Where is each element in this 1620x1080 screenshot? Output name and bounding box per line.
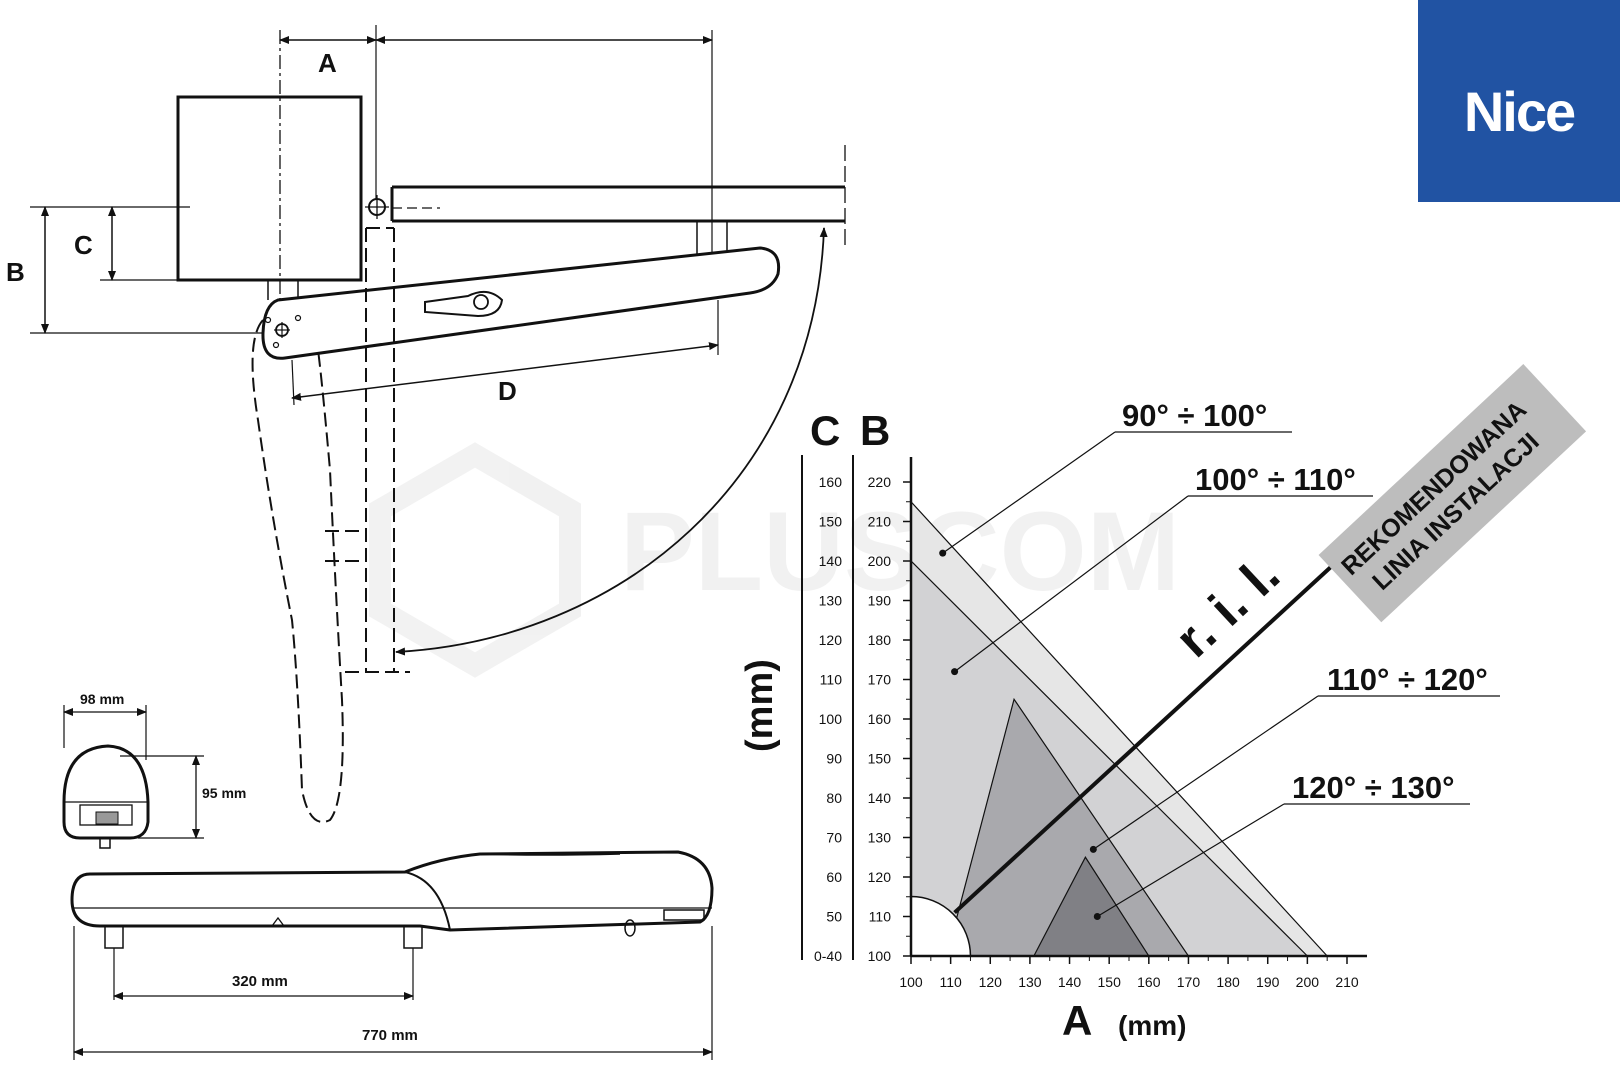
dimension-d-label: D (498, 376, 517, 406)
operator-side-view (70, 850, 714, 932)
chart-b-tick-label: 120 (868, 869, 892, 885)
callout-dot (1093, 913, 1101, 920)
chart-c-tick-label: 90 (826, 751, 842, 767)
chart-c-tick-label: 50 (826, 909, 842, 925)
chart-x-tick-label: 100 (899, 974, 923, 990)
operator-arm (261, 246, 781, 360)
chart-c-tick-label: 80 (826, 790, 842, 806)
gate-leaf-open-position (325, 227, 410, 673)
logo-text: Nice (1463, 79, 1576, 143)
callout-leader (954, 495, 1189, 673)
installation-diagram (30, 25, 846, 823)
height-label: 95 mm (202, 785, 246, 801)
chart-b-tick-label: 150 (868, 751, 892, 767)
chart-y-axis-unit: (mm) (739, 659, 781, 752)
chart-x-tick-label: 180 (1216, 974, 1240, 990)
region-label: 120° ÷ 130° (1292, 770, 1454, 805)
product-views (62, 705, 714, 1060)
watermark-hexagon-icon (369, 442, 581, 678)
chart-b-tick-label: 220 (868, 474, 892, 490)
chart-c-tick-label: 160 (819, 474, 843, 490)
chart-c-tick-label: 130 (819, 593, 843, 609)
chart-b-tick-label: 160 (868, 711, 892, 727)
product-dimension-labels: 98 mm 95 mm 320 mm 770 mm (80, 691, 418, 1044)
opening-arc (395, 227, 828, 656)
operator-arm-open-position (251, 319, 344, 823)
chart-x-tick-label: 140 (1058, 974, 1082, 990)
recommended-caption-band (1318, 364, 1587, 623)
chart-x-tick-label: 120 (979, 974, 1003, 990)
callout-dot (1089, 845, 1097, 853)
chart-x-tick-label: 150 (1098, 974, 1122, 990)
chart-x-tick-label: 210 (1335, 974, 1359, 990)
callout-dot (939, 549, 947, 557)
mount-spacing-label: 320 mm (232, 973, 288, 990)
chart-b-tick-label: 110 (869, 909, 892, 925)
dimension-c-label: C (74, 230, 93, 260)
chart-x-tick-label: 130 (1018, 974, 1042, 990)
chart-b-tick-label: 100 (868, 948, 892, 964)
chart-c-tick-label: 140 (819, 553, 843, 569)
chart-b-tick-label: 190 (868, 593, 892, 609)
recommended-line-label: r. i. l. (1165, 546, 1291, 669)
chart-c-tick-label: 150 (819, 514, 843, 530)
callout-leader (1096, 803, 1285, 918)
chart-x-tick-label: 110 (939, 974, 962, 990)
installation-dimension-labels: A B C D (6, 48, 517, 406)
dimension-a-label: A (318, 48, 337, 78)
region-label: 90° ÷ 100° (1122, 398, 1267, 433)
chart-c-axis-title: C (810, 407, 840, 454)
chart-x-tick-label: 160 (1137, 974, 1161, 990)
chart-c-tick-label: 60 (826, 869, 842, 885)
chart-b-tick-label: 180 (868, 632, 892, 648)
chart-c-tick-label: 100 (819, 711, 843, 727)
chart-b-tick-label: 210 (868, 514, 892, 530)
watermark: PLUSCOM (369, 442, 1180, 678)
dimension-b-label: B (6, 257, 25, 287)
chart-x-tick-label: 200 (1296, 974, 1320, 990)
nice-logo: Nice (1418, 0, 1620, 202)
callout-leader (1092, 695, 1319, 850)
chart-b-tick-label: 200 (868, 553, 892, 569)
chart-x-tick-label: 170 (1177, 974, 1201, 990)
pillar (176, 95, 363, 282)
chart-x-axis-unit: (mm) (1118, 1010, 1186, 1041)
callout-dot (951, 668, 959, 676)
chart-c-tick-label: 120 (819, 632, 843, 648)
chart-c-tick-label: 110 (820, 672, 843, 688)
region-label: 100° ÷ 110° (1195, 462, 1356, 497)
region-label: 110° ÷ 120° (1327, 662, 1488, 697)
recommended-installation-line (953, 539, 1361, 915)
chart-c-tick-label: 0-40 (814, 948, 842, 964)
chart-c-tick-label: 70 (826, 830, 842, 846)
installation-chart: 100 110 120 130 140 150 160 170 180 190 200 210 100 1… (739, 364, 1587, 1044)
chart-b-tick-label: 140 (868, 790, 892, 806)
chart-b-tick-label: 170 (868, 672, 892, 688)
chart-x-tick-label: 190 (1256, 974, 1280, 990)
length-label: 770 mm (362, 1027, 418, 1044)
width-label: 98 mm (80, 691, 124, 707)
chart-x-axis-title: A (1062, 997, 1092, 1044)
callout-leader (942, 431, 1116, 554)
chart-b-tick-label: 130 (868, 830, 892, 846)
watermark-text: PLUSCOM (620, 489, 1180, 614)
chart-b-axis-title: B (860, 407, 890, 454)
